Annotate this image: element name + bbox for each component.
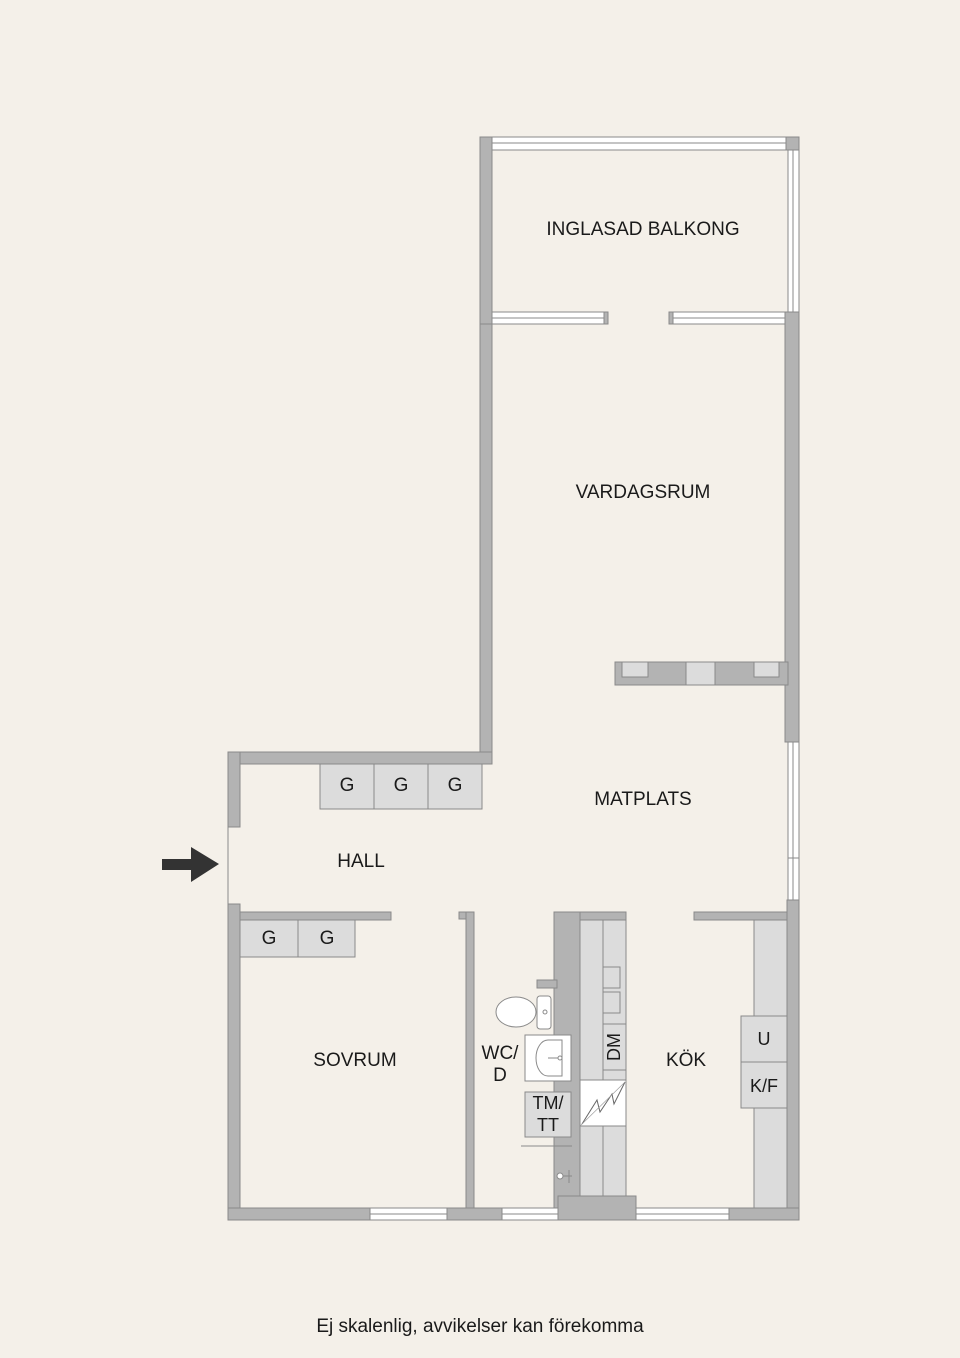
- room-label-wc: WC/ D: [481, 1043, 519, 1086]
- freezer-label: U: [757, 1029, 771, 1049]
- wall-living-left: [479, 323, 493, 765]
- room-label-balcony: INGLASAD BALKONG: [546, 219, 740, 240]
- wall-bedroom-right: [465, 911, 475, 1213]
- wall-bottom-1: [227, 1207, 371, 1221]
- room-label-dining: MATPLATS: [594, 789, 692, 810]
- freezer: [740, 1015, 788, 1063]
- washer-dryer-label: TM/ TT: [532, 1093, 564, 1135]
- room-label-bedroom: SOVRUM: [313, 1050, 397, 1071]
- wall-kitchen-right: [786, 899, 800, 1221]
- wall-hall-left-upper: [227, 751, 241, 828]
- wardrobe-hall-3: [427, 763, 483, 810]
- wardrobe-label: G: [319, 928, 335, 949]
- wall-bottom-2: [446, 1207, 503, 1221]
- wardrobe-bedroom-2: [297, 919, 356, 958]
- stove-icon: [581, 1081, 626, 1125]
- wall-kitchen-top: [693, 911, 789, 921]
- wall-balcony-left: [479, 136, 493, 328]
- washing-machine: [524, 1091, 572, 1138]
- wardrobe-bedroom-1: [239, 919, 299, 958]
- wardrobe-hall-1: [319, 763, 375, 810]
- room-label-hall: HALL: [337, 851, 385, 872]
- wardrobe-label: G: [393, 775, 409, 796]
- wardrobe-label: G: [447, 775, 463, 796]
- dishwasher: [602, 1023, 627, 1071]
- wall-bottom-4: [728, 1207, 800, 1221]
- shower-head: [556, 1172, 564, 1180]
- room-label-kitchen: KÖK: [665, 1050, 707, 1071]
- dishwasher-label: DM: [604, 1033, 624, 1061]
- wall-bedroom-top: [239, 911, 392, 921]
- wall-balcony-corner: [785, 136, 800, 151]
- room-label-living: VARDAGSRUM: [575, 482, 711, 503]
- entrance-arrow-icon: [162, 847, 219, 882]
- disclaimer-note: Ej skalenlig, avvikelser kan förekomma: [316, 1316, 644, 1337]
- fridge-freezer-label: K/F: [749, 1076, 779, 1096]
- wall-hall-left-lower: [227, 903, 241, 1221]
- wall-hall-top: [227, 751, 493, 765]
- wall-bottom-3: [557, 1195, 637, 1221]
- wardrobe-label: G: [261, 928, 277, 949]
- toilet-bowl: [495, 996, 537, 1028]
- wardrobe-label: G: [339, 775, 355, 796]
- floor: [240, 150, 788, 914]
- fridge-freezer: [740, 1061, 788, 1109]
